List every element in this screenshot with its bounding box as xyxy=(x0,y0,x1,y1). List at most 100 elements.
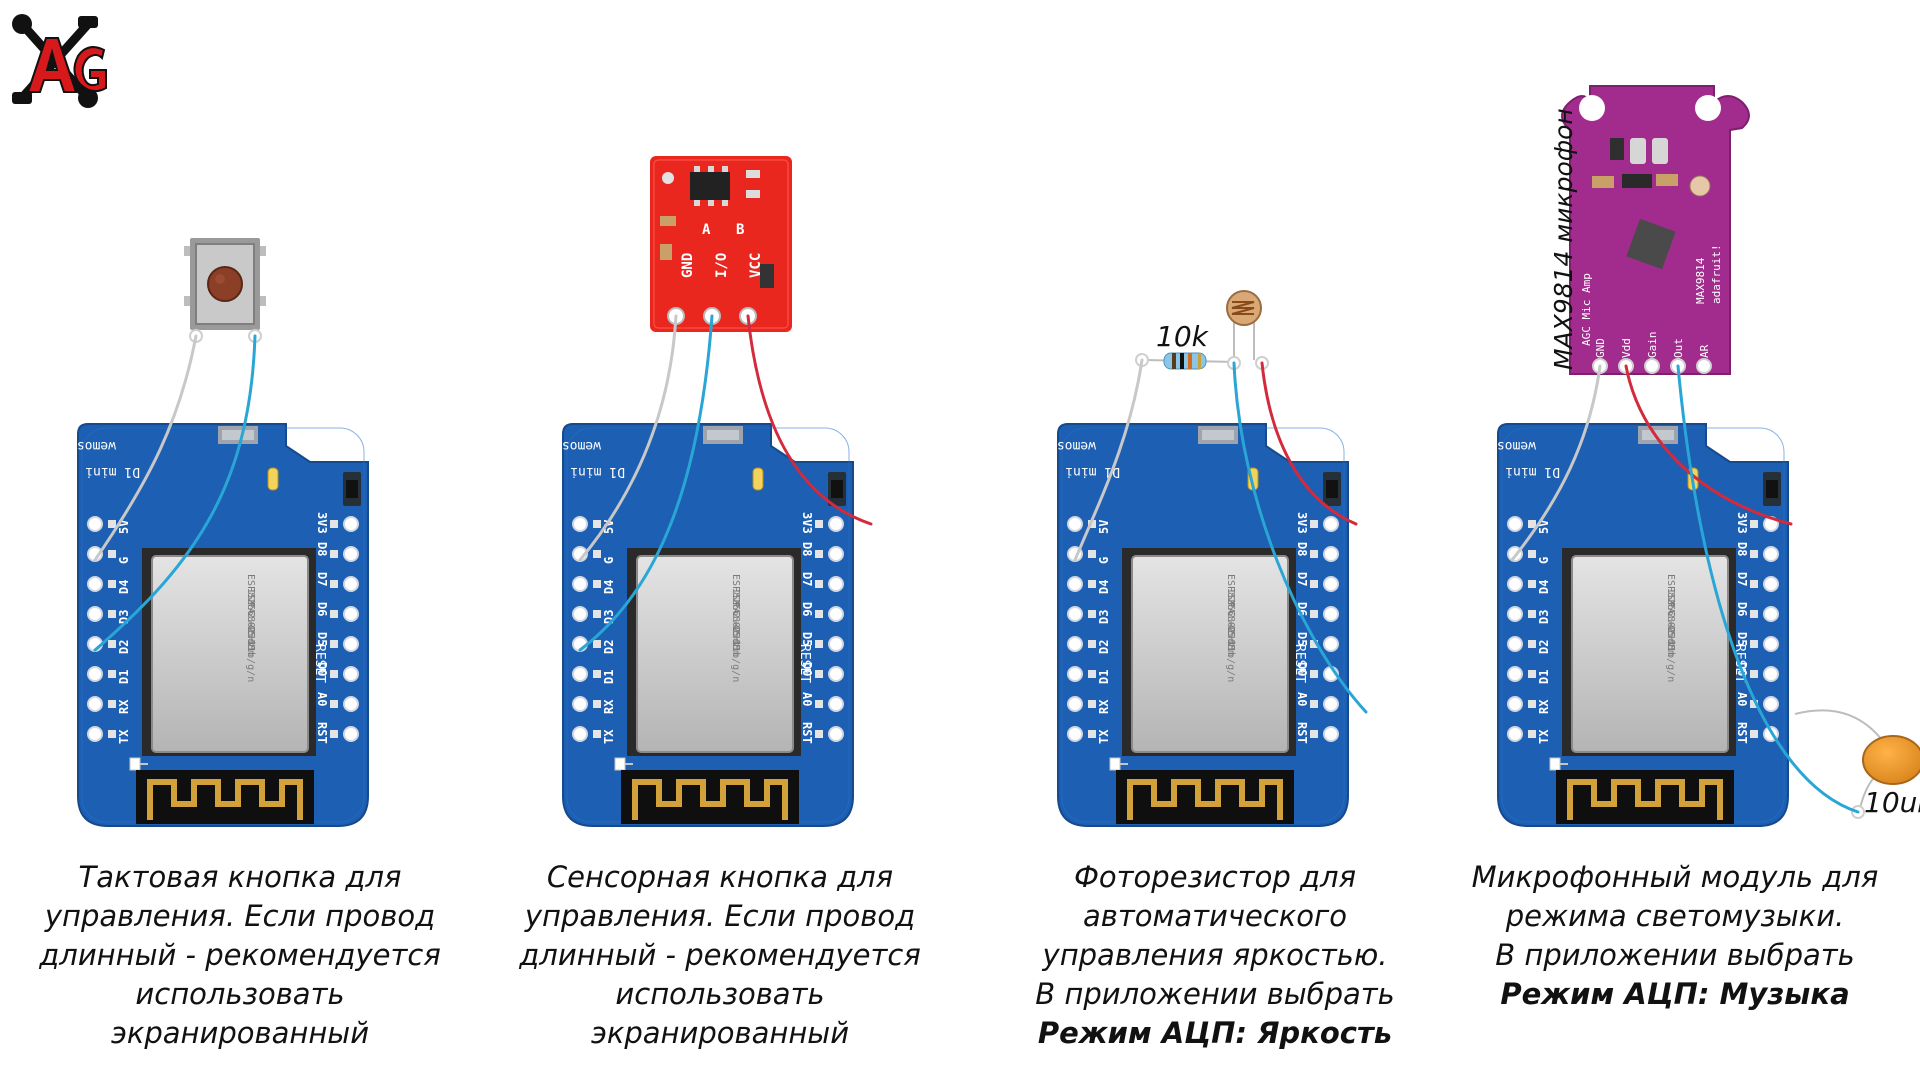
capacitor: 10uF xyxy=(1794,709,1920,819)
right-pin-label: D8 xyxy=(1295,542,1309,556)
right-pin-pad xyxy=(828,636,844,652)
right-pin-pad xyxy=(343,666,359,682)
caption-line: Микрофонный модуль для xyxy=(1471,860,1879,894)
left-pin-dot xyxy=(1088,700,1096,708)
right-pin-label: RST xyxy=(315,722,329,744)
caption-line: автоматического xyxy=(1082,899,1348,933)
right-pin-pad xyxy=(1763,606,1779,622)
right-pin-dot xyxy=(815,550,823,558)
right-pin-label: A0 xyxy=(315,692,329,706)
right-pin-pad xyxy=(828,516,844,532)
left-pin-label: RX xyxy=(602,699,616,714)
left-pin-dot xyxy=(1088,580,1096,588)
chip-text-line: PA +25dBm xyxy=(1665,602,1676,656)
right-pin-dot xyxy=(1750,700,1758,708)
left-pin-dot xyxy=(1088,670,1096,678)
right-pin-pad xyxy=(1763,636,1779,652)
chip-text-line: PA +25dBm xyxy=(245,602,256,656)
left-pin-dot xyxy=(593,730,601,738)
board-name-label: D1 mini xyxy=(1065,464,1120,479)
left-pin-dot xyxy=(108,700,116,708)
left-pin-label: D4 xyxy=(117,580,131,594)
wire-gray-touch-gnd xyxy=(578,314,678,562)
left-pin-dot xyxy=(593,520,601,528)
board-name-label: D1 mini xyxy=(85,464,140,479)
mic-pin-gain xyxy=(1644,358,1660,374)
photoresistor-circuit: 10k xyxy=(1135,290,1269,370)
left-pin-label: RX xyxy=(117,699,131,714)
left-pin-pad xyxy=(87,576,103,592)
left-pin-dot xyxy=(108,580,116,588)
right-pin-dot xyxy=(1310,730,1318,738)
right-pin-label: D7 xyxy=(315,572,329,586)
left-pin-label: D3 xyxy=(1537,610,1551,624)
right-pin-label: D0 xyxy=(800,662,814,676)
right-pin-dot xyxy=(815,700,823,708)
right-pin-pad xyxy=(1323,726,1339,742)
right-pin-pad xyxy=(1323,576,1339,592)
left-pin-dot xyxy=(1528,640,1536,648)
wire-gray-button-gnd xyxy=(93,334,198,562)
right-pin-dot xyxy=(1310,580,1318,588)
right-pin-dot xyxy=(815,730,823,738)
left-pin-dot xyxy=(108,730,116,738)
left-pin-pad xyxy=(1067,666,1083,682)
mic-text-max9814: MAX9814 xyxy=(1694,257,1707,304)
right-pin-dot xyxy=(1750,520,1758,528)
left-pin-label: TX xyxy=(1537,729,1551,744)
wire-blue-mic-out xyxy=(1676,364,1860,814)
caption-line: В приложении выбрать xyxy=(1035,977,1395,1011)
left-pin-dot xyxy=(1528,670,1536,678)
wire-blue-touch-d3 xyxy=(578,314,714,652)
right-pin-label: D7 xyxy=(800,572,814,586)
right-pin-label: A0 xyxy=(800,692,814,706)
left-pin-label: D3 xyxy=(1097,610,1111,624)
chip-text-line: ESP8266 xyxy=(730,574,741,616)
resistor xyxy=(1145,352,1237,370)
left-pin-dot xyxy=(1528,730,1536,738)
left-pin-dot xyxy=(593,580,601,588)
photoresistor-cell xyxy=(1226,290,1262,360)
chip-text-line: 802.11b/g/n xyxy=(730,616,741,682)
right-pin-label: D0 xyxy=(315,662,329,676)
left-pin-label: D1 xyxy=(602,670,616,684)
left-pin-pad xyxy=(87,696,103,712)
wires xyxy=(93,314,1860,814)
right-pin-pad xyxy=(1323,636,1339,652)
right-pin-dot xyxy=(330,520,338,528)
left-pin-pad xyxy=(572,696,588,712)
right-pin-label: 3V3 xyxy=(315,512,329,534)
mic-pin-vdd-label: Vdd xyxy=(1620,338,1633,358)
right-pin-label: RST xyxy=(1735,722,1749,744)
right-pin-label: D5 xyxy=(1295,632,1309,646)
left-pin-label: D3 xyxy=(117,610,131,624)
left-pin-pad xyxy=(1067,696,1083,712)
caption-line: длинный - рекомендуется xyxy=(519,938,921,972)
wire-blue-button-d3 xyxy=(93,334,257,652)
left-pin-dot xyxy=(593,670,601,678)
left-pin-label: D1 xyxy=(117,670,131,684)
right-pin-pad xyxy=(343,546,359,562)
left-pin-pad xyxy=(1507,636,1523,652)
mic-pin-ar-label: AR xyxy=(1698,344,1711,358)
right-pin-dot xyxy=(1750,730,1758,738)
chip-text-line: ESP8266 xyxy=(1665,574,1676,616)
left-pin-pad xyxy=(1067,516,1083,532)
left-pin-label: TX xyxy=(602,729,616,744)
right-pin-label: 3V3 xyxy=(800,512,814,534)
left-pin-pad xyxy=(1507,576,1523,592)
left-pin-pad xyxy=(572,666,588,682)
capacitor-value-label: 10uF xyxy=(1864,786,1920,819)
left-pin-label: G xyxy=(117,557,131,564)
right-pin-dot xyxy=(330,640,338,648)
chip-text-line: 802.11b/g/n xyxy=(1665,616,1676,682)
logo-g-shape xyxy=(73,46,107,93)
left-pin-pad xyxy=(1507,516,1523,532)
mic-pin-out-label: Out xyxy=(1672,338,1685,358)
left-pin-pad xyxy=(1507,696,1523,712)
left-pin-dot xyxy=(108,670,116,678)
microphone-module: AGC Mic Amp MAX9814 adafruit! GND Vdd Ga… xyxy=(1561,85,1750,375)
